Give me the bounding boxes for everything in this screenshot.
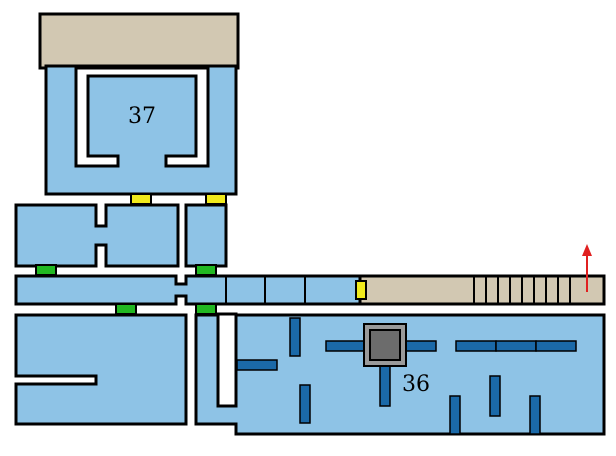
- room-mid-small: [184, 203, 228, 268]
- room-37: 37: [38, 12, 240, 196]
- room-mid-left: [14, 203, 180, 268]
- pillar: [455, 340, 497, 352]
- room-37-inner-wall: [74, 66, 210, 168]
- room-36: 36: [194, 312, 606, 436]
- pillar: [495, 340, 537, 352]
- pillar: [325, 340, 367, 352]
- room-bottom-left: [14, 313, 188, 426]
- pillar: [449, 395, 461, 435]
- door-yellow-1[interactable]: [130, 193, 152, 205]
- stairs-icon[interactable]: [473, 276, 571, 304]
- corridor-tan: [358, 274, 606, 306]
- pillar: [289, 317, 301, 357]
- room-36-notch: [216, 312, 238, 408]
- door-yellow-2[interactable]: [205, 193, 227, 205]
- door-green-4[interactable]: [195, 303, 217, 315]
- door-green-3[interactable]: [115, 303, 137, 315]
- door-green-2[interactable]: [195, 264, 217, 276]
- pillar: [403, 340, 437, 352]
- stone-block-icon[interactable]: [363, 323, 407, 367]
- pillar: [236, 359, 278, 371]
- pillar: [299, 384, 311, 424]
- pillar: [489, 375, 501, 417]
- corridor-blue: [14, 274, 364, 306]
- room-37-label: 37: [128, 104, 156, 129]
- room-37-tan-band: [38, 12, 240, 70]
- door-green-1[interactable]: [35, 264, 57, 276]
- up-arrow-icon[interactable]: [582, 244, 592, 292]
- room-36-label: 36: [402, 372, 430, 397]
- door-yellow-corridor[interactable]: [355, 280, 367, 300]
- pillar: [379, 365, 391, 407]
- main-corridor: [14, 244, 606, 306]
- pillar: [529, 395, 541, 435]
- pillar: [535, 340, 577, 352]
